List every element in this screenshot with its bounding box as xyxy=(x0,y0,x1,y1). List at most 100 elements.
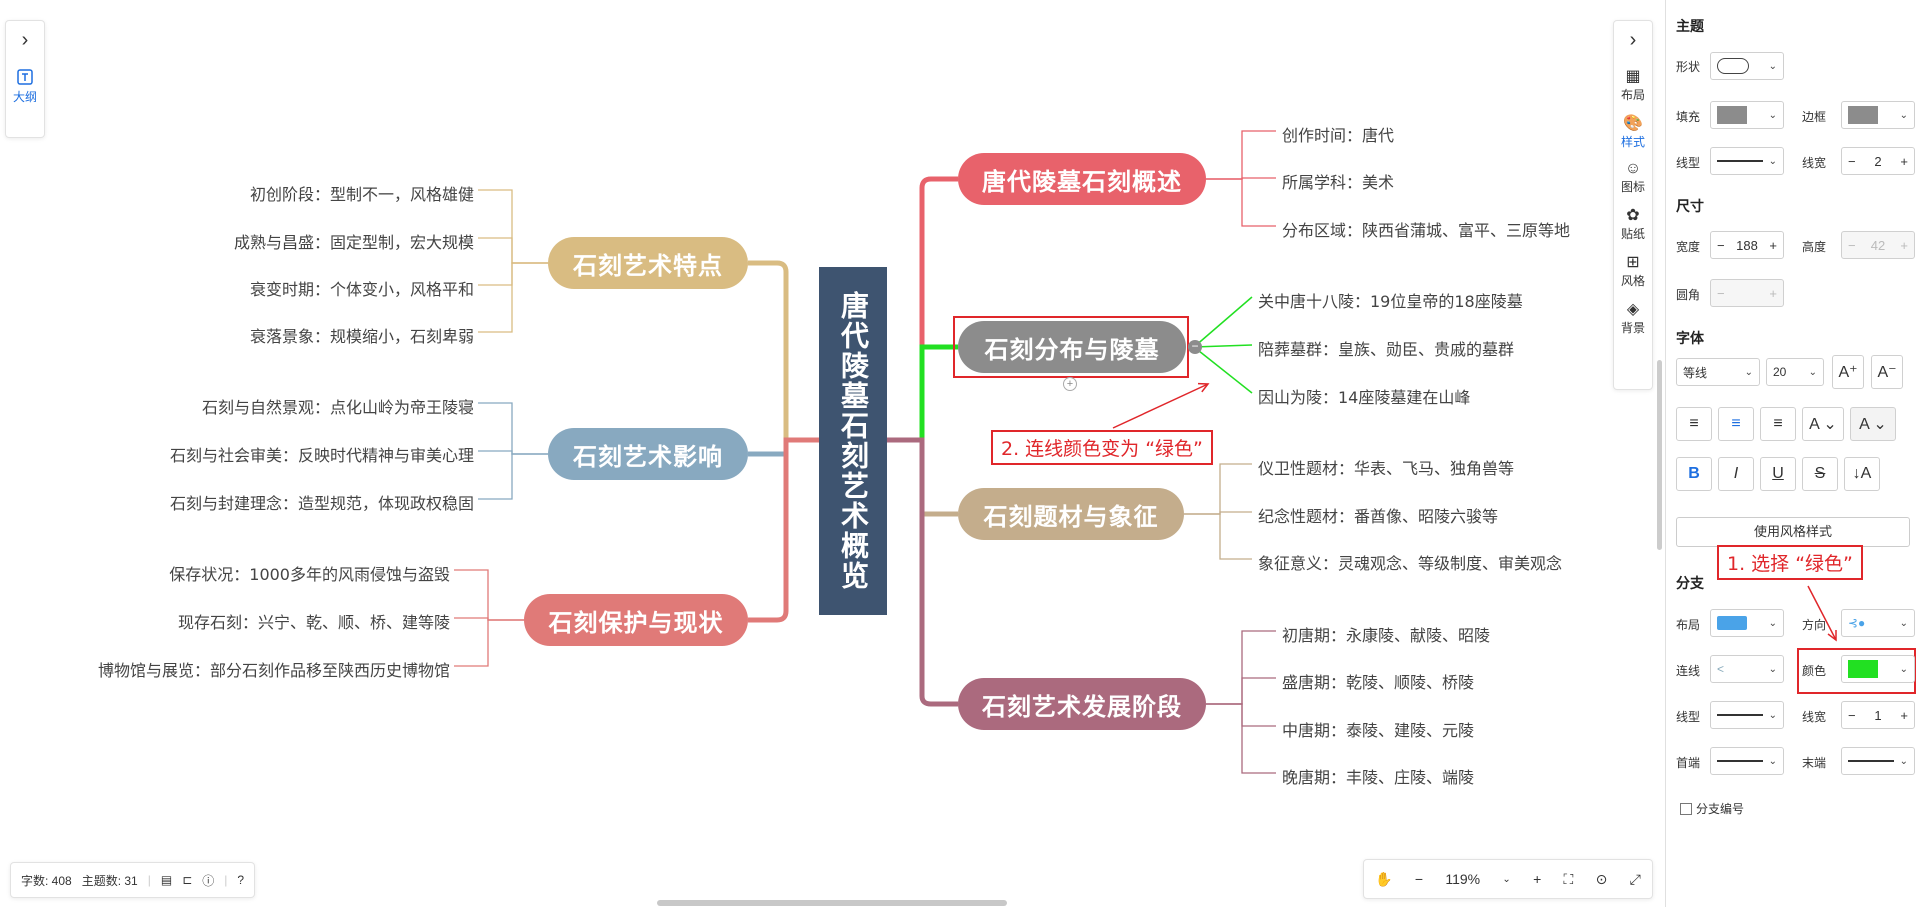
leaf-distribution-1[interactable]: 关中唐十八陵：19位皇帝的18座陵墓 xyxy=(1258,292,1523,311)
icon-tab[interactable]: ☺图标 xyxy=(1614,160,1652,195)
strikethrough-icon[interactable]: S xyxy=(1802,457,1838,491)
line-type-select[interactable]: ⌄ xyxy=(1710,147,1784,175)
branch-layout-select[interactable]: ⌄ xyxy=(1710,609,1784,637)
leaf-themes-1[interactable]: 仪卫性题材：华表、飞马、独角兽等 xyxy=(1258,459,1515,478)
sticker-tab[interactable]: ✿贴纸 xyxy=(1614,205,1652,242)
underline-icon[interactable]: U xyxy=(1760,457,1796,491)
align-left-icon[interactable]: ≡ xyxy=(1676,407,1712,441)
mindmap-canvas[interactable]: 唐代陵墓石刻艺术概览 唐代陵墓石刻概述 石刻分布与陵墓 石刻题材与象征 石刻艺术… xyxy=(0,0,1665,907)
leaf-features-4[interactable]: 衰落景象：规模缩小，石刻卑弱 xyxy=(249,327,474,346)
theme-style-tab[interactable]: ⊞风格 xyxy=(1614,252,1652,289)
highlight-color-icon[interactable]: A ⌄ xyxy=(1850,407,1896,441)
zoom-out-button[interactable]: − xyxy=(1414,871,1424,887)
branch-color-select[interactable]: ⌄ xyxy=(1841,655,1915,683)
leaf-protection-3[interactable]: 博物馆与展览：部分石刻作品移至陕西历史博物馆 xyxy=(97,661,450,680)
connector-layer xyxy=(454,130,1276,774)
leaf-protection-2[interactable]: 现存石刻：兴宁、乾、顺、桥、建等陵 xyxy=(177,613,450,632)
vertical-scrollbar[interactable] xyxy=(1657,360,1662,550)
use-style-button[interactable]: 使用风格样式 xyxy=(1676,517,1910,547)
line-width-stepper[interactable]: −2+ xyxy=(1841,147,1915,175)
direction-select[interactable]: ⊰●⌄ xyxy=(1841,609,1915,637)
add-topic-icon[interactable]: + xyxy=(1063,377,1077,391)
leaf-overview-2[interactable]: 所属学科：美术 xyxy=(1282,173,1395,192)
leaf-stages-1[interactable]: 初唐期：永康陵、献陵、昭陵 xyxy=(1282,626,1491,645)
leaf-distribution-2[interactable]: 陪葬墓群：皇族、勋臣、贵戚的墓群 xyxy=(1258,340,1515,359)
increase-font-icon[interactable]: A⁺ xyxy=(1832,355,1864,389)
leaf-features-1[interactable]: 初创阶段：型制不一，风格雄健 xyxy=(249,185,474,204)
layout-toggle-icon[interactable]: ⊏ xyxy=(182,873,193,887)
minimap-icon[interactable]: ▤ xyxy=(160,873,173,887)
shape-select[interactable]: ⌄ xyxy=(1710,52,1784,80)
right-toolbar: › ▦布局 🎨样式 ☺图标 ✿贴纸 ⊞风格 ◈背景 xyxy=(1613,20,1653,390)
branch-node-stages[interactable]: 石刻艺术发展阶段 xyxy=(958,678,1206,730)
branch-node-overview[interactable]: 唐代陵墓石刻概述 xyxy=(958,153,1206,205)
leaf-overview-1[interactable]: 创作时间：唐代 xyxy=(1282,126,1395,145)
leaf-distribution-3[interactable]: 因山为陵：14座陵墓建在山峰 xyxy=(1258,388,1471,407)
background-tab[interactable]: ◈背景 xyxy=(1614,299,1652,336)
radius-label: 圆角 xyxy=(1676,288,1701,302)
font-size-select[interactable]: 20⌄ xyxy=(1766,358,1824,386)
leaf-influence-2[interactable]: 石刻与社会审美：反映时代精神与审美心理 xyxy=(169,446,474,465)
branch-line-width-stepper[interactable]: −1+ xyxy=(1841,701,1915,729)
style-tab[interactable]: 🎨样式 xyxy=(1614,113,1652,150)
connector-central-protection xyxy=(748,437,819,623)
branch-node-features[interactable]: 石刻艺术特点 xyxy=(548,237,748,289)
hand-tool-icon[interactable]: ✋ xyxy=(1375,870,1393,887)
branch-numbering-checkbox[interactable]: 分支编号 xyxy=(1680,800,1744,817)
italic-icon[interactable]: I xyxy=(1718,457,1754,491)
collapse-toggle[interactable]: − xyxy=(1188,340,1202,354)
horizontal-scrollbar[interactable] xyxy=(657,900,1007,906)
font-title: 字体 xyxy=(1676,330,1704,346)
info-icon[interactable]: ⓘ xyxy=(202,873,215,888)
align-center-icon[interactable]: ≡ xyxy=(1718,407,1754,441)
tail-select[interactable]: ⌄ xyxy=(1841,747,1915,775)
leaf-overview-3[interactable]: 分布区域：陕西省蒲城、富平、三原等地 xyxy=(1282,221,1571,240)
align-right-icon[interactable]: ≡ xyxy=(1760,407,1796,441)
leaf-protection-1[interactable]: 保存状况：1000多年的风雨侵蚀与盗毁 xyxy=(169,565,450,584)
connector-select[interactable]: <⌄ xyxy=(1710,655,1784,683)
outline-button[interactable]: 大纲 xyxy=(6,66,44,105)
center-icon[interactable]: ⊙ xyxy=(1595,870,1608,887)
leaf-themes-3[interactable]: 象征意义：灵魂观念、等级制度、审美观念 xyxy=(1258,554,1563,573)
outline-label: 大纲 xyxy=(12,90,37,104)
decrease-font-icon[interactable]: A⁻ xyxy=(1871,355,1903,389)
leaf-influence-1[interactable]: 石刻与自然景观：点化山岭为帝王陵寝 xyxy=(201,398,474,417)
fill-select[interactable]: ⌄ xyxy=(1710,101,1784,129)
sticker-icon: ✿ xyxy=(1626,207,1640,224)
border-select[interactable]: ⌄ xyxy=(1841,101,1915,129)
branch-node-distribution[interactable]: 石刻分布与陵墓 xyxy=(958,321,1186,373)
help-icon[interactable]: ? xyxy=(237,873,245,887)
text-direction-icon[interactable]: ↓A xyxy=(1844,457,1880,491)
leaf-stages-2[interactable]: 盛唐期：乾陵、顺陵、桥陵 xyxy=(1282,673,1475,692)
leaf-features-2[interactable]: 成熟与昌盛：固定型制，宏大规模 xyxy=(233,233,474,252)
expand-right-icon[interactable]: › xyxy=(1629,29,1637,51)
leaf-line-stages-2 xyxy=(1206,677,1276,705)
bold-icon[interactable]: B xyxy=(1676,457,1712,491)
left-toolbar: › 大纲 xyxy=(5,20,45,138)
leaf-line-overview-2 xyxy=(1206,177,1276,180)
border-swatch xyxy=(1848,106,1878,124)
fill-label: 填充 xyxy=(1676,110,1701,124)
leaf-influence-3[interactable]: 石刻与封建理念：造型规范，体现政权稳固 xyxy=(169,494,474,513)
layout-tab[interactable]: ▦布局 xyxy=(1614,66,1652,103)
central-topic[interactable]: 唐代陵墓石刻艺术概览 xyxy=(819,267,887,615)
branch-node-themes[interactable]: 石刻题材与象征 xyxy=(958,488,1184,540)
branch-node-influence[interactable]: 石刻艺术影响 xyxy=(548,428,748,480)
zoom-in-button[interactable]: + xyxy=(1533,871,1542,887)
leaf-stages-3[interactable]: 中唐期：泰陵、建陵、元陵 xyxy=(1282,721,1475,740)
text-color-icon[interactable]: A ⌄ xyxy=(1802,407,1844,441)
branch-line-type-select[interactable]: ⌄ xyxy=(1710,701,1784,729)
width-stepper[interactable]: −188+ xyxy=(1710,231,1784,259)
radius-stepper: −+ xyxy=(1710,279,1784,307)
branch-node-protection[interactable]: 石刻保护与现状 xyxy=(524,594,748,646)
leaf-stages-4[interactable]: 晚唐期：丰陵、庄陵、端陵 xyxy=(1282,768,1475,787)
head-select[interactable]: ⌄ xyxy=(1710,747,1784,775)
leaf-features-3[interactable]: 衰变时期：个体变小，风格平和 xyxy=(249,280,474,299)
expand-left-icon[interactable]: › xyxy=(21,29,29,51)
leaf-themes-2[interactable]: 纪念性题材：番酋像、昭陵六骏等 xyxy=(1258,507,1499,526)
font-family-select[interactable]: 等线⌄ xyxy=(1676,358,1760,386)
zoom-level[interactable]: 119% xyxy=(1445,871,1481,887)
fit-icon[interactable]: ⛶ xyxy=(1563,870,1574,887)
zoom-chevron-icon[interactable]: ⌄ xyxy=(1502,873,1511,885)
fullscreen-icon[interactable]: ⤢ xyxy=(1629,870,1641,887)
